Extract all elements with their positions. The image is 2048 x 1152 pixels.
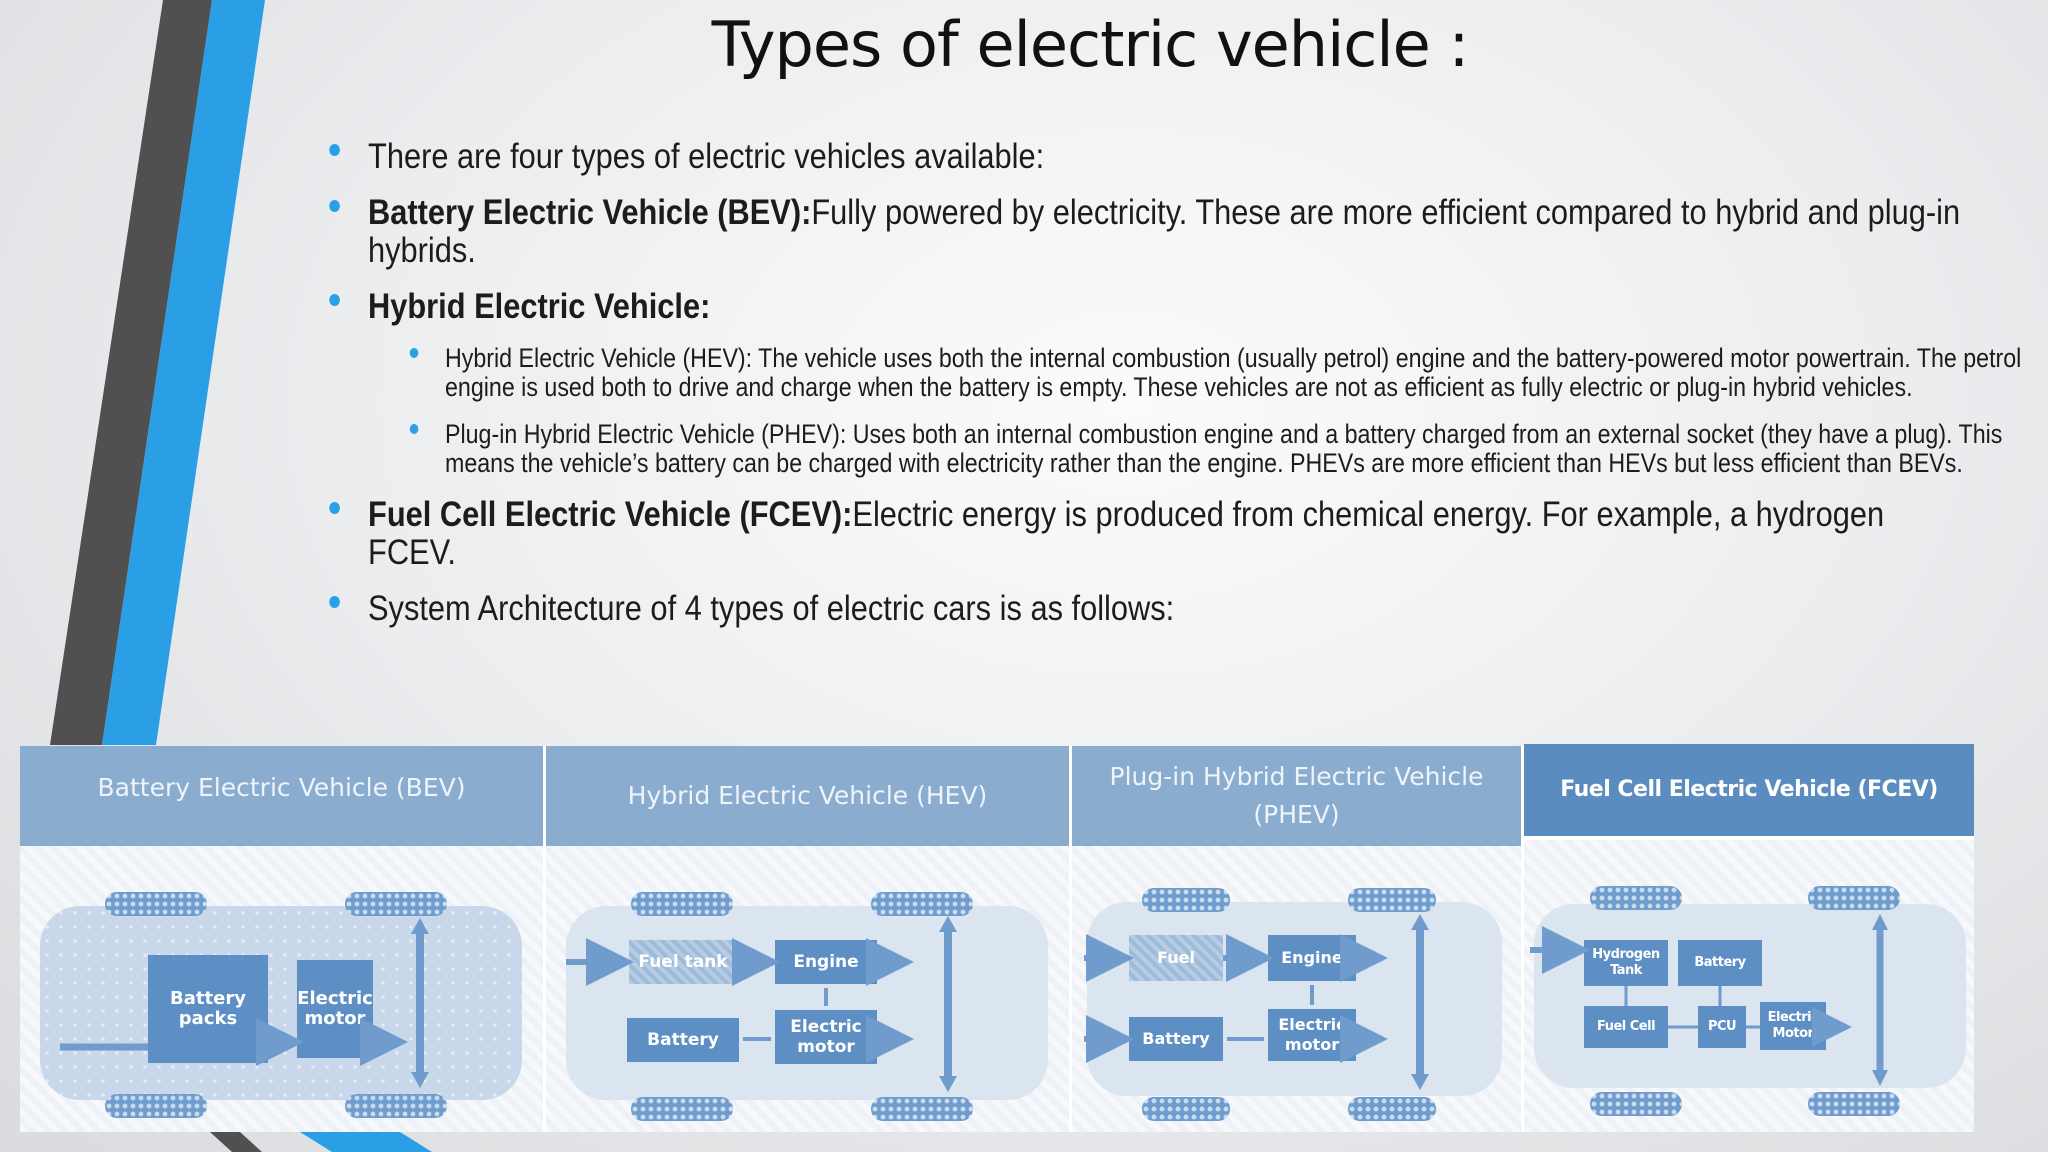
fcev-arrows (1530, 914, 1888, 1086)
panel-bev-body: Battery packs Electric motor (20, 846, 543, 1132)
wheel (1808, 886, 1900, 910)
chassis (40, 906, 522, 1100)
wheel (105, 1094, 207, 1118)
wheel (871, 1097, 973, 1121)
engine-box: Engine (775, 940, 877, 984)
hydrogen-tank-box: Hydrogen Tank (1584, 940, 1668, 986)
chassis (566, 906, 1048, 1100)
electric-motor-box: Electric motor (297, 960, 373, 1058)
chassis (1087, 902, 1502, 1096)
panel-phev: Plug-in Hybrid Electric Vehicle (PHEV) F… (1072, 746, 1521, 1132)
wheel (631, 1097, 733, 1121)
gray-stripe-bottom (210, 1132, 262, 1152)
bullet-bev-text: Fully powered by electricity. These are … (368, 193, 1961, 270)
panel-bev-header: Battery Electric Vehicle (BEV) (20, 746, 543, 846)
panel-bev: Battery Electric Vehicle (BEV) Battery p… (20, 746, 543, 1132)
wheel (345, 1094, 447, 1118)
battery-box: Battery (627, 1018, 739, 1062)
bullet-intro: There are four types of electric vehicle… (329, 137, 1968, 176)
subbullet-hev: Hybrid Electric Vehicle (HEV): The vehic… (409, 343, 2025, 402)
bev-arrows (60, 918, 429, 1088)
bullet-intro-text: There are four types of electric vehicle… (368, 137, 1045, 176)
wheel (1348, 888, 1436, 912)
wheel (631, 892, 733, 916)
bullet-hybrid-term: Hybrid Electric Vehicle: (368, 287, 711, 326)
wheel (1590, 1092, 1682, 1116)
wheel (1348, 1097, 1436, 1121)
subbullet-hev-text: Hybrid Electric Vehicle (HEV): The vehic… (445, 343, 2022, 402)
panel-fcev-body: Hydrogen Tank Battery Fuel Cell PCU Elec… (1524, 840, 1974, 1132)
wheel (345, 892, 447, 916)
wheel (1142, 1097, 1230, 1121)
phev-arrows (1084, 914, 1429, 1090)
panel-phev-header: Plug-in Hybrid Electric Vehicle (PHEV) (1072, 746, 1521, 846)
wheel (1590, 886, 1682, 910)
fuel-box: Fuel (1129, 935, 1223, 981)
subbullet-phev: Plug-in Hybrid Electric Vehicle (PHEV): … (409, 419, 2025, 478)
bullet-architecture: System Architecture of 4 types of electr… (329, 589, 1968, 628)
bullet-architecture-text: System Architecture of 4 types of electr… (368, 589, 1175, 628)
panel-hev-body: Fuel tank Engine Battery Electric motor (546, 846, 1069, 1132)
hev-arrows (566, 916, 957, 1092)
slide-title: Types of electric vehicle : (711, 8, 1470, 81)
panel-phev-body: Fuel Engine Battery Electric motor (1072, 846, 1521, 1132)
fuel-cell-box: Fuel Cell (1584, 1006, 1668, 1048)
bullet-fcev-term: Fuel Cell Electric Vehicle (FCEV): (368, 495, 853, 534)
subbullet-phev-text: Plug-in Hybrid Electric Vehicle (PHEV): … (445, 419, 2003, 478)
wheel (1142, 888, 1230, 912)
gray-stripe (50, 0, 212, 745)
fuel-tank-box: Fuel tank (629, 940, 737, 984)
electric-motor-box: Electric motor (775, 1010, 877, 1064)
blue-stripe-bottom (300, 1132, 432, 1152)
bullet-fcev-text: Electric energy is produced from chemica… (368, 495, 1885, 572)
panel-fcev-header: Fuel Cell Electric Vehicle (FCEV) (1524, 744, 1974, 836)
panel-fcev: Fuel Cell Electric Vehicle (FCEV) Hydrog… (1524, 744, 1974, 1132)
bullet-list: There are four types of electric vehicle… (329, 137, 2021, 646)
battery-box: Battery (1129, 1017, 1223, 1061)
battery-packs-box: Battery packs (148, 955, 268, 1063)
panel-hev-header: Hybrid Electric Vehicle (HEV) (546, 746, 1069, 846)
battery-box: Battery (1678, 940, 1762, 986)
panel-hev: Hybrid Electric Vehicle (HEV) Fuel tank … (546, 746, 1069, 1132)
wheel (1808, 1092, 1900, 1116)
wheel (871, 892, 973, 916)
pcu-box: PCU (1698, 1006, 1746, 1048)
bullet-bev-term: Battery Electric Vehicle (BEV): (368, 193, 812, 232)
architecture-diagram: Battery Electric Vehicle (BEV) Battery p… (20, 744, 1974, 1132)
bullet-bev: Battery Electric Vehicle (BEV):Fully pow… (329, 193, 1968, 270)
chassis (1534, 904, 1966, 1088)
bullet-hybrid: Hybrid Electric Vehicle: (329, 287, 1968, 326)
bullet-fcev: Fuel Cell Electric Vehicle (FCEV):Electr… (329, 495, 1968, 572)
wheel (105, 892, 207, 916)
blue-stripe (102, 0, 265, 745)
